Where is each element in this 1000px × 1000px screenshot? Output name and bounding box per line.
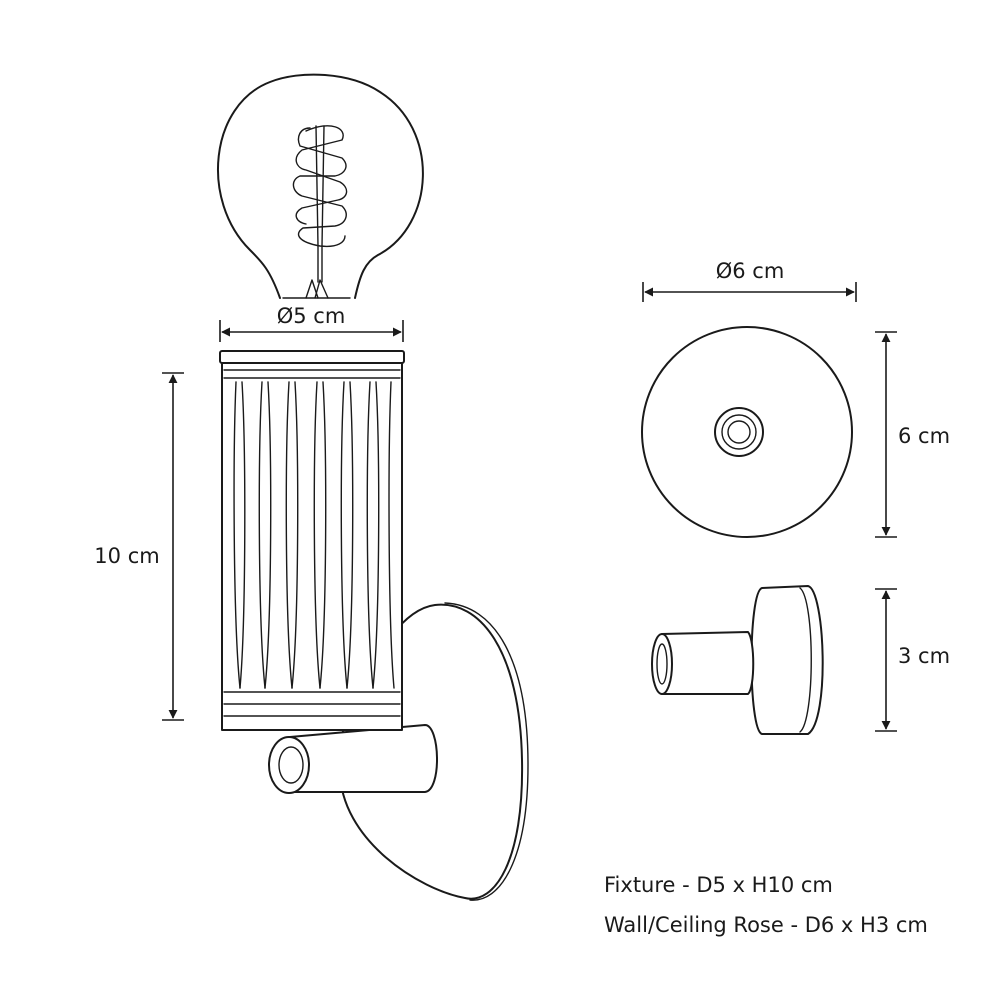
fixture-height-dimension: 10 cm xyxy=(94,372,184,721)
rose-spec-text: Wall/Ceiling Rose - D6 x H3 cm xyxy=(604,913,928,937)
wall-light-side-view: Ø5 cm 10 cm xyxy=(94,73,529,901)
arm-tube xyxy=(268,724,438,794)
rose-front-view xyxy=(641,326,853,538)
fixture-spec-text: Fixture - D5 x H10 cm xyxy=(604,873,833,897)
fluted-shade xyxy=(219,350,405,731)
rose-views: Ø6 cm 6 cm 3 cm xyxy=(641,259,950,735)
rose-side-view xyxy=(651,585,824,735)
fixture-diameter-dimension: Ø5 cm xyxy=(219,304,404,342)
fixture-diameter-label: Ø5 cm xyxy=(277,304,346,328)
rose-diameter-label: Ø6 cm xyxy=(716,259,785,283)
rose-height-label: 6 cm xyxy=(898,424,950,448)
rose-height-dimension: 6 cm xyxy=(875,331,950,538)
rose-depth-dimension: 3 cm xyxy=(875,588,950,732)
fixture-height-label: 10 cm xyxy=(94,544,159,568)
rose-diameter-dimension: Ø6 cm xyxy=(642,259,857,302)
rose-depth-label: 3 cm xyxy=(898,644,950,668)
globe-bulb xyxy=(216,73,424,299)
